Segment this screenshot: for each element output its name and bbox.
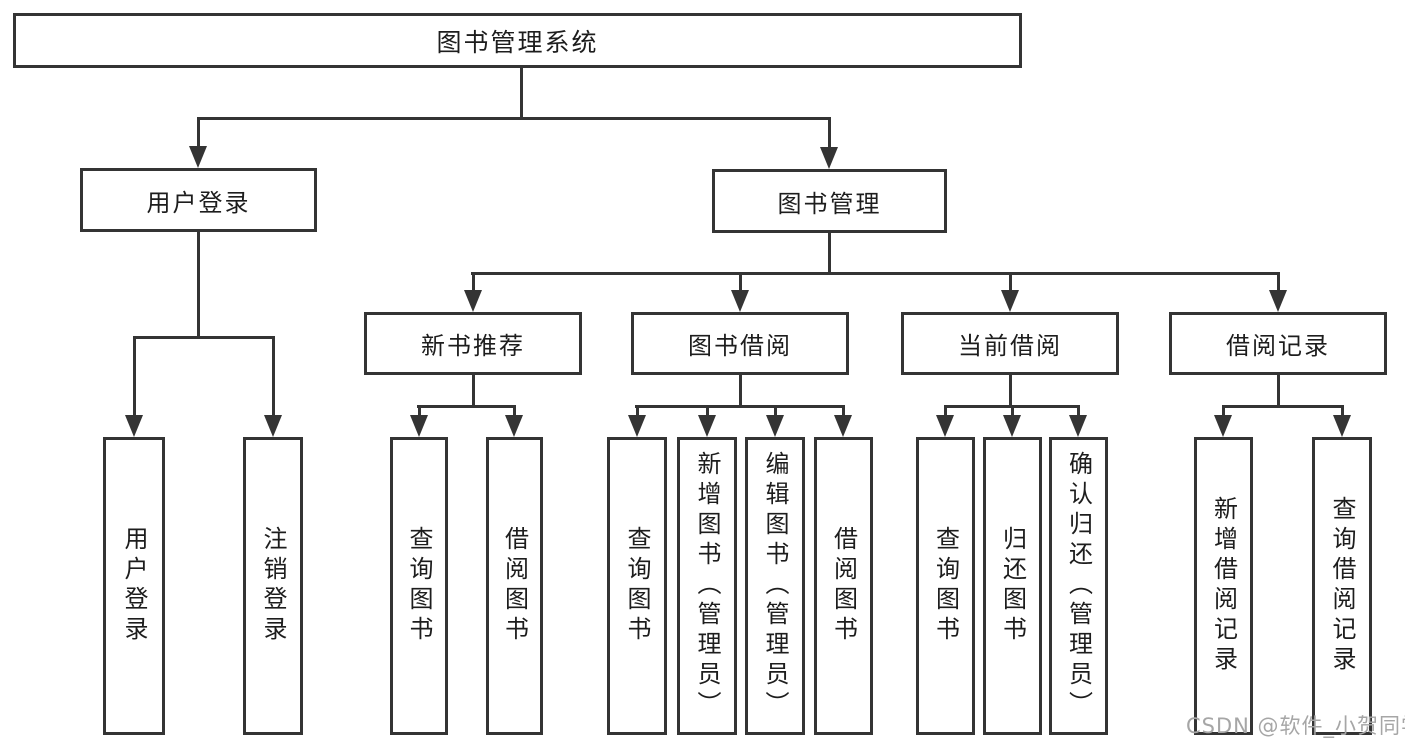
connector-line	[417, 405, 516, 408]
connector-line	[1277, 375, 1280, 408]
connector-line	[513, 405, 516, 417]
arrowhead-down-icon	[1001, 290, 1019, 312]
arrowhead-down-icon	[505, 415, 523, 437]
arrowhead-down-icon	[834, 415, 852, 437]
leaf-label: 用户登录	[120, 526, 148, 646]
connector-line	[197, 117, 200, 147]
leaf-user-login: 用户登录	[103, 437, 165, 735]
node-label: 图书管理	[777, 189, 882, 218]
connector-line	[1009, 375, 1012, 408]
node-label: 借阅记录	[1226, 332, 1330, 360]
node-borrowing-records: 借阅记录	[1169, 312, 1387, 375]
leaf-current-return-books: 归还图书	[983, 437, 1042, 735]
leaf-borrow-borrow-books: 借阅图书	[814, 437, 873, 735]
arrowhead-down-icon	[1214, 415, 1232, 437]
connector-line	[520, 68, 523, 119]
arrowhead-down-icon	[189, 146, 207, 168]
connector-line	[706, 405, 709, 417]
leaf-label: 借阅图书	[500, 526, 529, 646]
leaf-label: 查询图书	[405, 526, 433, 646]
connector-line	[418, 405, 421, 417]
leaf-borrow-query-books: 查询图书	[607, 437, 667, 735]
arrowhead-down-icon	[936, 415, 954, 437]
connector-line	[1341, 405, 1344, 417]
arrowhead-down-icon	[731, 290, 749, 312]
arrowhead-down-icon	[264, 415, 282, 437]
node-current-borrowing: 当前借阅	[901, 312, 1119, 375]
connector-line	[1222, 405, 1343, 408]
leaf-logout: 注销登录	[243, 437, 303, 735]
arrowhead-down-icon	[464, 290, 482, 312]
connector-line	[272, 336, 275, 416]
connector-line	[197, 117, 831, 120]
leaf-records-add-record: 新增借阅记录	[1194, 437, 1253, 735]
leaf-label: 确认归还（管理员）	[1064, 451, 1093, 721]
node-label: 图书管理系统	[436, 27, 599, 57]
arrowhead-down-icon	[766, 415, 784, 437]
node-label: 用户登录	[146, 188, 251, 217]
connector-line	[1011, 405, 1014, 417]
arrowhead-down-icon	[698, 415, 716, 437]
leaf-recommend-query-books: 查询图书	[390, 437, 448, 735]
connector-line	[133, 336, 136, 416]
node-label: 新书推荐	[421, 332, 525, 360]
arrowhead-down-icon	[410, 415, 428, 437]
leaf-label: 新增图书（管理员）	[693, 451, 721, 721]
arrowhead-down-icon	[1069, 415, 1087, 437]
leaf-label: 借阅图书	[829, 526, 858, 646]
arrowhead-down-icon	[125, 415, 143, 437]
arrowhead-down-icon	[820, 147, 838, 169]
connector-line	[1277, 272, 1280, 292]
connector-line	[842, 405, 845, 417]
connector-line	[471, 272, 1280, 275]
connector-line	[1222, 405, 1225, 417]
connector-line	[472, 272, 475, 292]
connector-line	[635, 405, 845, 408]
connector-line	[944, 405, 947, 417]
arrowhead-down-icon	[1003, 415, 1021, 437]
node-label: 图书借阅	[688, 332, 792, 360]
leaf-label: 编辑图书（管理员）	[761, 451, 789, 721]
node-book-borrowing: 图书借阅	[631, 312, 849, 375]
leaf-label: 注销登录	[259, 526, 287, 646]
leaf-borrow-edit-books-admin: 编辑图书（管理员）	[745, 437, 805, 735]
node-label: 当前借阅	[958, 332, 1062, 360]
connector-line	[133, 336, 274, 339]
connector-line	[739, 272, 742, 292]
leaf-records-query-record: 查询借阅记录	[1312, 437, 1372, 735]
connector-line	[197, 232, 200, 337]
leaf-label: 新增借阅记录	[1209, 496, 1238, 676]
connector-line	[1009, 272, 1012, 292]
leaf-label: 查询图书	[931, 526, 960, 646]
node-library-management-system: 图书管理系统	[13, 13, 1022, 68]
leaf-current-query-books: 查询图书	[916, 437, 975, 735]
leaf-label: 查询图书	[623, 526, 651, 646]
leaf-borrow-add-books-admin: 新增图书（管理员）	[677, 437, 737, 735]
node-new-book-recommendation: 新书推荐	[364, 312, 582, 375]
arrowhead-down-icon	[1269, 290, 1287, 312]
connector-line	[739, 375, 742, 408]
connector-line	[636, 405, 639, 417]
leaf-current-confirm-return-admin: 确认归还（管理员）	[1049, 437, 1108, 735]
leaf-label: 查询借阅记录	[1328, 496, 1356, 676]
connector-line	[472, 375, 475, 408]
leaf-recommend-borrow-books: 借阅图书	[486, 437, 543, 735]
csdn-watermark: CSDN @软件_小贺同学	[1186, 714, 1405, 738]
connector-line	[828, 117, 831, 148]
arrowhead-down-icon	[1333, 415, 1351, 437]
connector-line	[1077, 405, 1080, 417]
connector-line	[774, 405, 777, 417]
arrowhead-down-icon	[628, 415, 646, 437]
node-user-login: 用户登录	[80, 168, 317, 232]
connector-line	[828, 233, 831, 274]
leaf-label: 归还图书	[998, 526, 1027, 646]
node-book-management: 图书管理	[712, 169, 947, 233]
